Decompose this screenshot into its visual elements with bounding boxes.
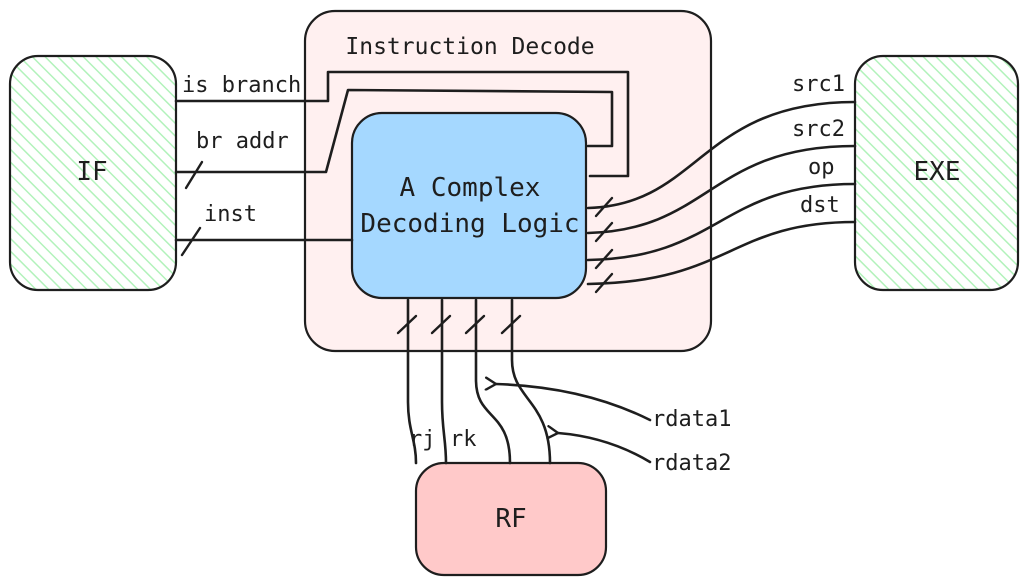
src1-label: src1	[792, 72, 845, 97]
decoding-logic-line2: Decoding Logic	[360, 209, 579, 239]
op-wire	[586, 182, 857, 262]
decoding-logic-line1: A Complex	[400, 173, 541, 203]
br-addr-wire	[174, 88, 614, 174]
rj-label: rj	[409, 427, 436, 452]
instruction-decode-title: Instruction Decode	[345, 34, 594, 60]
op-label: op	[808, 155, 835, 180]
src1-bus-tick	[594, 196, 614, 218]
rdata1-wire	[474, 298, 512, 465]
rdata2-arrow	[558, 433, 652, 464]
dst-label: dst	[800, 193, 840, 218]
rk-wire	[440, 298, 448, 465]
dst-wire	[586, 220, 857, 286]
rdata2-wire	[510, 298, 552, 465]
rj-wire	[406, 298, 418, 465]
rdata1-label: rdata1	[652, 407, 731, 432]
src2-label: src2	[792, 117, 845, 142]
br-addr-bus-tick	[184, 160, 204, 190]
rdata1-arrow	[496, 384, 652, 422]
rdata2-label: rdata2	[652, 451, 731, 476]
rf-label: RF	[495, 504, 526, 534]
is-branch-label: is branch	[182, 73, 301, 98]
if-label: IF	[76, 157, 107, 187]
br-addr-label: br addr	[196, 129, 289, 154]
src1-wire	[586, 100, 857, 210]
inst-bus-tick	[180, 226, 202, 257]
rdata1-bus-tick	[464, 314, 486, 335]
src2-bus-tick	[594, 221, 614, 243]
exe-block	[853, 54, 1020, 292]
inst-label: inst	[204, 202, 257, 227]
rdata2-bus-tick	[500, 314, 522, 335]
is-branch-wire	[174, 70, 630, 178]
rk-label: rk	[450, 427, 477, 452]
rj-bus-tick	[396, 314, 418, 335]
dst-bus-tick	[594, 272, 614, 294]
op-bus-tick	[594, 248, 614, 270]
src2-wire	[586, 144, 857, 235]
decoding-logic-block	[350, 111, 588, 300]
exe-label: EXE	[914, 157, 961, 187]
rk-bus-tick	[430, 314, 452, 335]
